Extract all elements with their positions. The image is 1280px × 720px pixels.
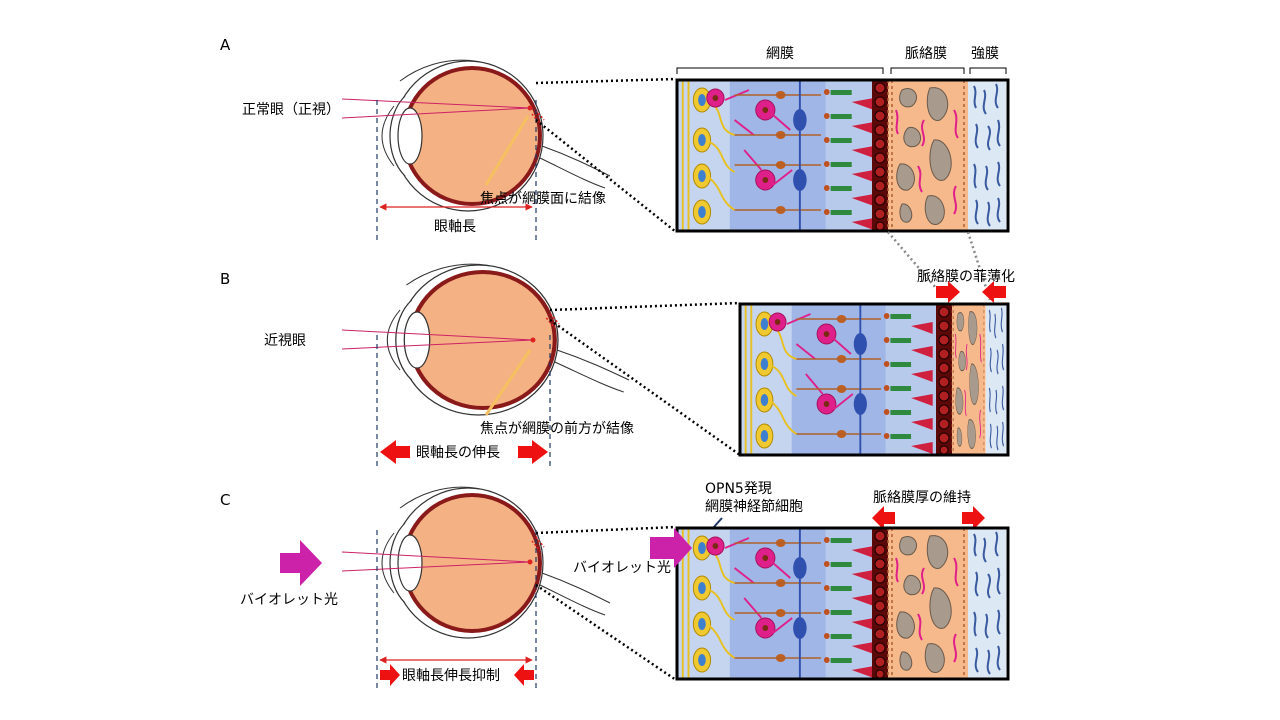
panel-b-focus-label: 焦点が網膜の前方が結像 [480, 420, 634, 437]
layer-retina-label: 網膜 [766, 46, 794, 62]
light-rays-b [341, 329, 536, 350]
light-rays-a [341, 98, 533, 119]
violet-light-arrow-outer [280, 540, 322, 586]
panel-c-axial-label: 眼軸長伸長抑制 [402, 668, 500, 684]
focus-pointer-a [484, 115, 530, 186]
maintain-arrow-left [872, 506, 895, 530]
panel-b-choroid-label: 脈絡膜の菲薄化 [917, 269, 1015, 285]
panel-b-eye-label: 近視眼 [264, 333, 306, 349]
eye-a [381, 59, 611, 212]
axial-elongation-arrow [380, 440, 548, 464]
panel-c-choroid-label: 脈絡膜厚の維持 [873, 490, 971, 506]
thinning-arrow-left [936, 281, 960, 303]
panel-c-letter: C [220, 491, 230, 509]
panel-a-eye-label: 正常眼（正視） [242, 102, 340, 118]
light-rays-c [341, 551, 533, 572]
thinning-arrow-right [982, 281, 1006, 303]
panel-b-letter: B [220, 270, 230, 288]
cross-section-c [675, 526, 1010, 681]
layer-choroid-label: 脈絡膜 [905, 46, 947, 62]
panel-a: A 正常眼（正視） 焦点が網膜面に結像 眼軸長 網膜 脈絡膜 強膜 [220, 36, 1010, 240]
panel-c-eye-label: バイオレット光 [240, 592, 338, 608]
panel-b-axial-label: 眼軸長の伸長 [416, 445, 500, 461]
maintain-arrow-right [962, 506, 985, 530]
opn5-label-line2: 網膜神経節細胞 [705, 498, 803, 515]
cross-section-b [738, 302, 1010, 457]
panel-c: C バイオレット光 眼軸長伸長抑制 OPN5発現 網膜神経節細胞 脈絡膜厚の維持 [220, 481, 1010, 690]
panel-b: B 近視眼 焦点が網膜の前方が結像 眼軸長の伸長 脈絡膜の菲薄化 [220, 263, 1015, 470]
cross-section-a [675, 78, 1010, 233]
focus-pointer-b [484, 349, 532, 416]
panel-a-focus-label: 焦点が網膜面に結像 [480, 191, 606, 207]
layer-sclera-label: 強膜 [971, 46, 999, 62]
eye-b [386, 263, 630, 416]
panel-a-letter: A [220, 36, 231, 54]
violet-light-arrow-inner [650, 528, 692, 568]
panel-c-violet-label: バイオレット光 [573, 560, 671, 576]
suppression-arrows [380, 664, 534, 686]
opn5-label-line1: OPN5発現 [705, 481, 772, 497]
panel-a-axial-label: 眼軸長 [434, 219, 476, 235]
